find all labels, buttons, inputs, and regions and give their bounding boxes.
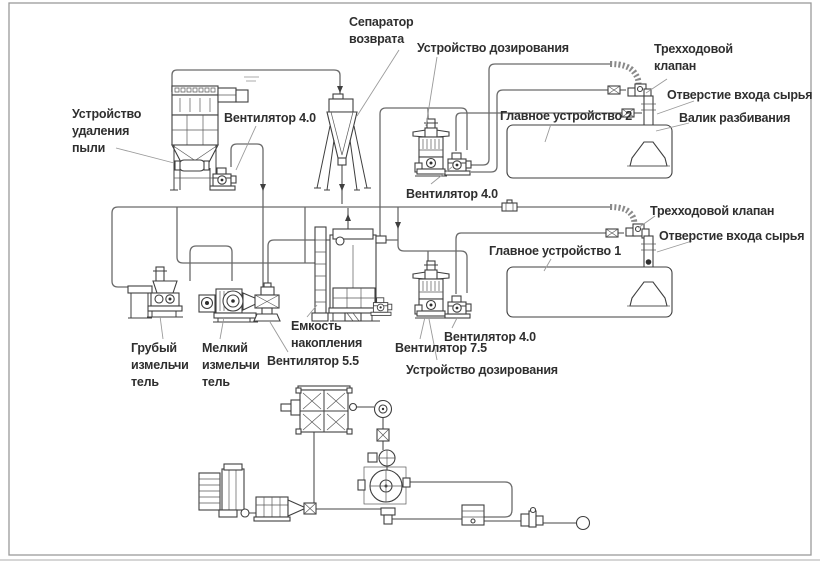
spray-valve [520, 506, 544, 528]
fan-4-0-bottom-icon [444, 295, 472, 319]
pipe-network [111, 63, 642, 524]
label-dust-removal: Устройство удаления пыли [72, 107, 142, 155]
flex-hose-2 [609, 61, 642, 87]
label-fan-55: Вентилятор 5.5 [267, 354, 359, 368]
control-box [461, 504, 485, 526]
flex-hose-1 [609, 204, 638, 225]
dosing-device-top [412, 118, 450, 177]
return-separator [314, 93, 371, 191]
label-three-way-valve-1: Трехходовой клапан [650, 204, 775, 218]
inline-connector-1 [605, 228, 619, 238]
main-device-1 [506, 266, 673, 318]
breaking-roller-1a [645, 259, 652, 265]
label-three-way-valve-2: Трехходовой клапан [654, 42, 733, 73]
mixer-unit [280, 385, 358, 435]
flow-arrows [260, 86, 401, 289]
label-fan-75: Вентилятор 7.5 [395, 341, 487, 355]
label-fan-40-lower: Вентилятор 4.0 [444, 330, 536, 344]
coarse-grinder [127, 266, 183, 319]
label-dosing-top: Устройство дозирования [417, 41, 569, 55]
inline-connector-2b [607, 85, 621, 95]
label-breaking-roller: Валик разбивания [679, 111, 791, 125]
label-main-device-1: Главное устройство 1 [489, 244, 621, 258]
feed-blower [253, 496, 317, 522]
label-inlet-1: Отверстие входа сырья [659, 229, 805, 243]
fan-bottom-fitting [380, 507, 396, 525]
label-fan-40-middle: Вентилятор 4.0 [406, 187, 498, 201]
label-inlet-2: Отверстие входа сырья [667, 88, 813, 102]
blower-5-5 [253, 282, 281, 322]
label-fine-grinder: Мелкий измельчи тель [202, 341, 260, 389]
baghouse-fan-icon [209, 167, 237, 191]
main-device-2 [506, 124, 673, 179]
inline-damper [501, 199, 518, 212]
label-fan-baghouse: Вентилятор 4.0 [224, 111, 316, 125]
nozzle-end [575, 515, 591, 531]
dosing-device-bottom [412, 260, 450, 319]
inline-valve-bottom [376, 428, 390, 442]
dust-collector [170, 76, 259, 191]
label-dosing-lower: Устройство дозирования [406, 363, 558, 377]
leader-lines [115, 49, 695, 361]
label-storage-tank: Емкость накопления [291, 319, 363, 350]
centrifugal-fan [357, 466, 411, 505]
label-main-device-2: Главное устройство 2 [500, 109, 632, 123]
label-return-separator: Сепаратор возврата [349, 15, 414, 46]
plate-filter [198, 463, 250, 518]
fan-4-0-top-icon [444, 152, 472, 176]
inline-connector-2a [621, 108, 635, 118]
small-blower-circle [373, 399, 393, 419]
label-coarse-grinder: Грубый измельчи тель [131, 341, 189, 389]
rotary-pump [367, 449, 396, 467]
storage-tank [311, 226, 387, 322]
